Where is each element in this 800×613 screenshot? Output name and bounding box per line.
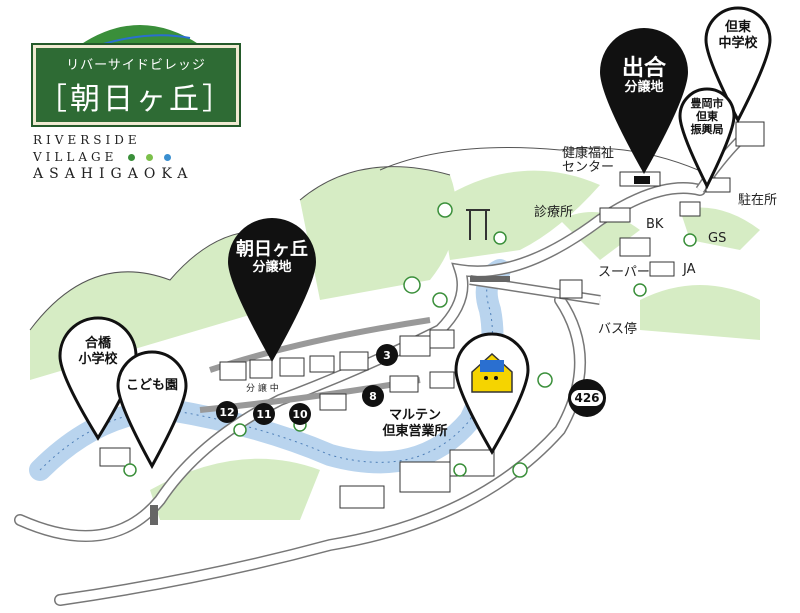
logo-dot-icon [146,154,154,161]
label-lot-sign: 分 譲 中 [246,384,279,394]
hill [300,166,457,300]
hill [440,170,600,260]
hill [640,285,760,340]
hill [150,458,320,520]
pin-city-office[interactable]: 豊岡市 但東 振興局 [690,97,724,137]
route-426-shield: 426 [568,379,606,417]
pin-main-sub: 分譲地 [252,259,292,275]
lot-number[interactable]: 12 [216,401,238,423]
pin-main-shape [228,218,316,362]
pin-deai-site[interactable]: 出合 分譲地 [600,56,688,96]
pin-deai-name: 出合 [621,56,666,81]
lot-number[interactable]: 8 [362,385,384,407]
logo-en-line3: ASAHIGAOKA [33,166,194,182]
pin-deai-shape [600,28,688,174]
pin-kindergarten[interactable]: こども園 [125,378,178,393]
lot-number[interactable]: 11 [253,403,275,425]
logo-title: ［朝日ヶ丘］ [37,82,235,117]
shrine [466,209,490,240]
pin-junior-high[interactable]: 但東 中学校 [718,20,758,51]
label-health-center: 健康福祉 センター [562,146,615,176]
logo-en-line2-wrap: VILLAGE [33,150,171,164]
label-bus-stop: バス停 [598,322,638,337]
trees [123,202,697,478]
label-police-box: 駐在所 [738,193,778,208]
label-supermarket: スーパー [598,265,650,280]
pin-kinder-shape [116,350,188,470]
pin-jh-shape [704,6,772,124]
pin-office-shape [678,87,736,190]
route-number: 426 [571,390,603,406]
hill [560,212,640,260]
label-agri-coop: JA [683,262,696,277]
label-clinic: 診療所 [534,205,574,220]
logo-dot-icon [128,154,136,161]
pin-maruten-shape [454,332,530,455]
label-gas-station: GS [708,231,727,246]
lot-number[interactable]: 3 [376,344,398,366]
pin-maruten[interactable]: マルテン 但東営業所 [382,408,448,439]
label-bank: BK [646,217,664,232]
logo-sign: リバーサイドビレッジ ［朝日ヶ丘］ [31,43,241,127]
hill [680,207,760,250]
logo-subtitle: リバーサイドビレッジ [66,58,206,73]
logo-en-line2: VILLAGE [33,150,118,164]
logo-dot-icon [163,154,171,161]
pin-aihashi-school[interactable]: 合橋 小学校 [78,336,118,367]
pin-main-name: 朝日ヶ丘 [236,239,308,260]
pin-main-site[interactable]: 朝日ヶ丘 分譲地 [228,239,316,276]
logo-en-line1: RIVERSIDE [33,133,141,147]
pin-deai-sub: 分譲地 [624,80,664,96]
lot-number[interactable]: 10 [289,403,311,425]
